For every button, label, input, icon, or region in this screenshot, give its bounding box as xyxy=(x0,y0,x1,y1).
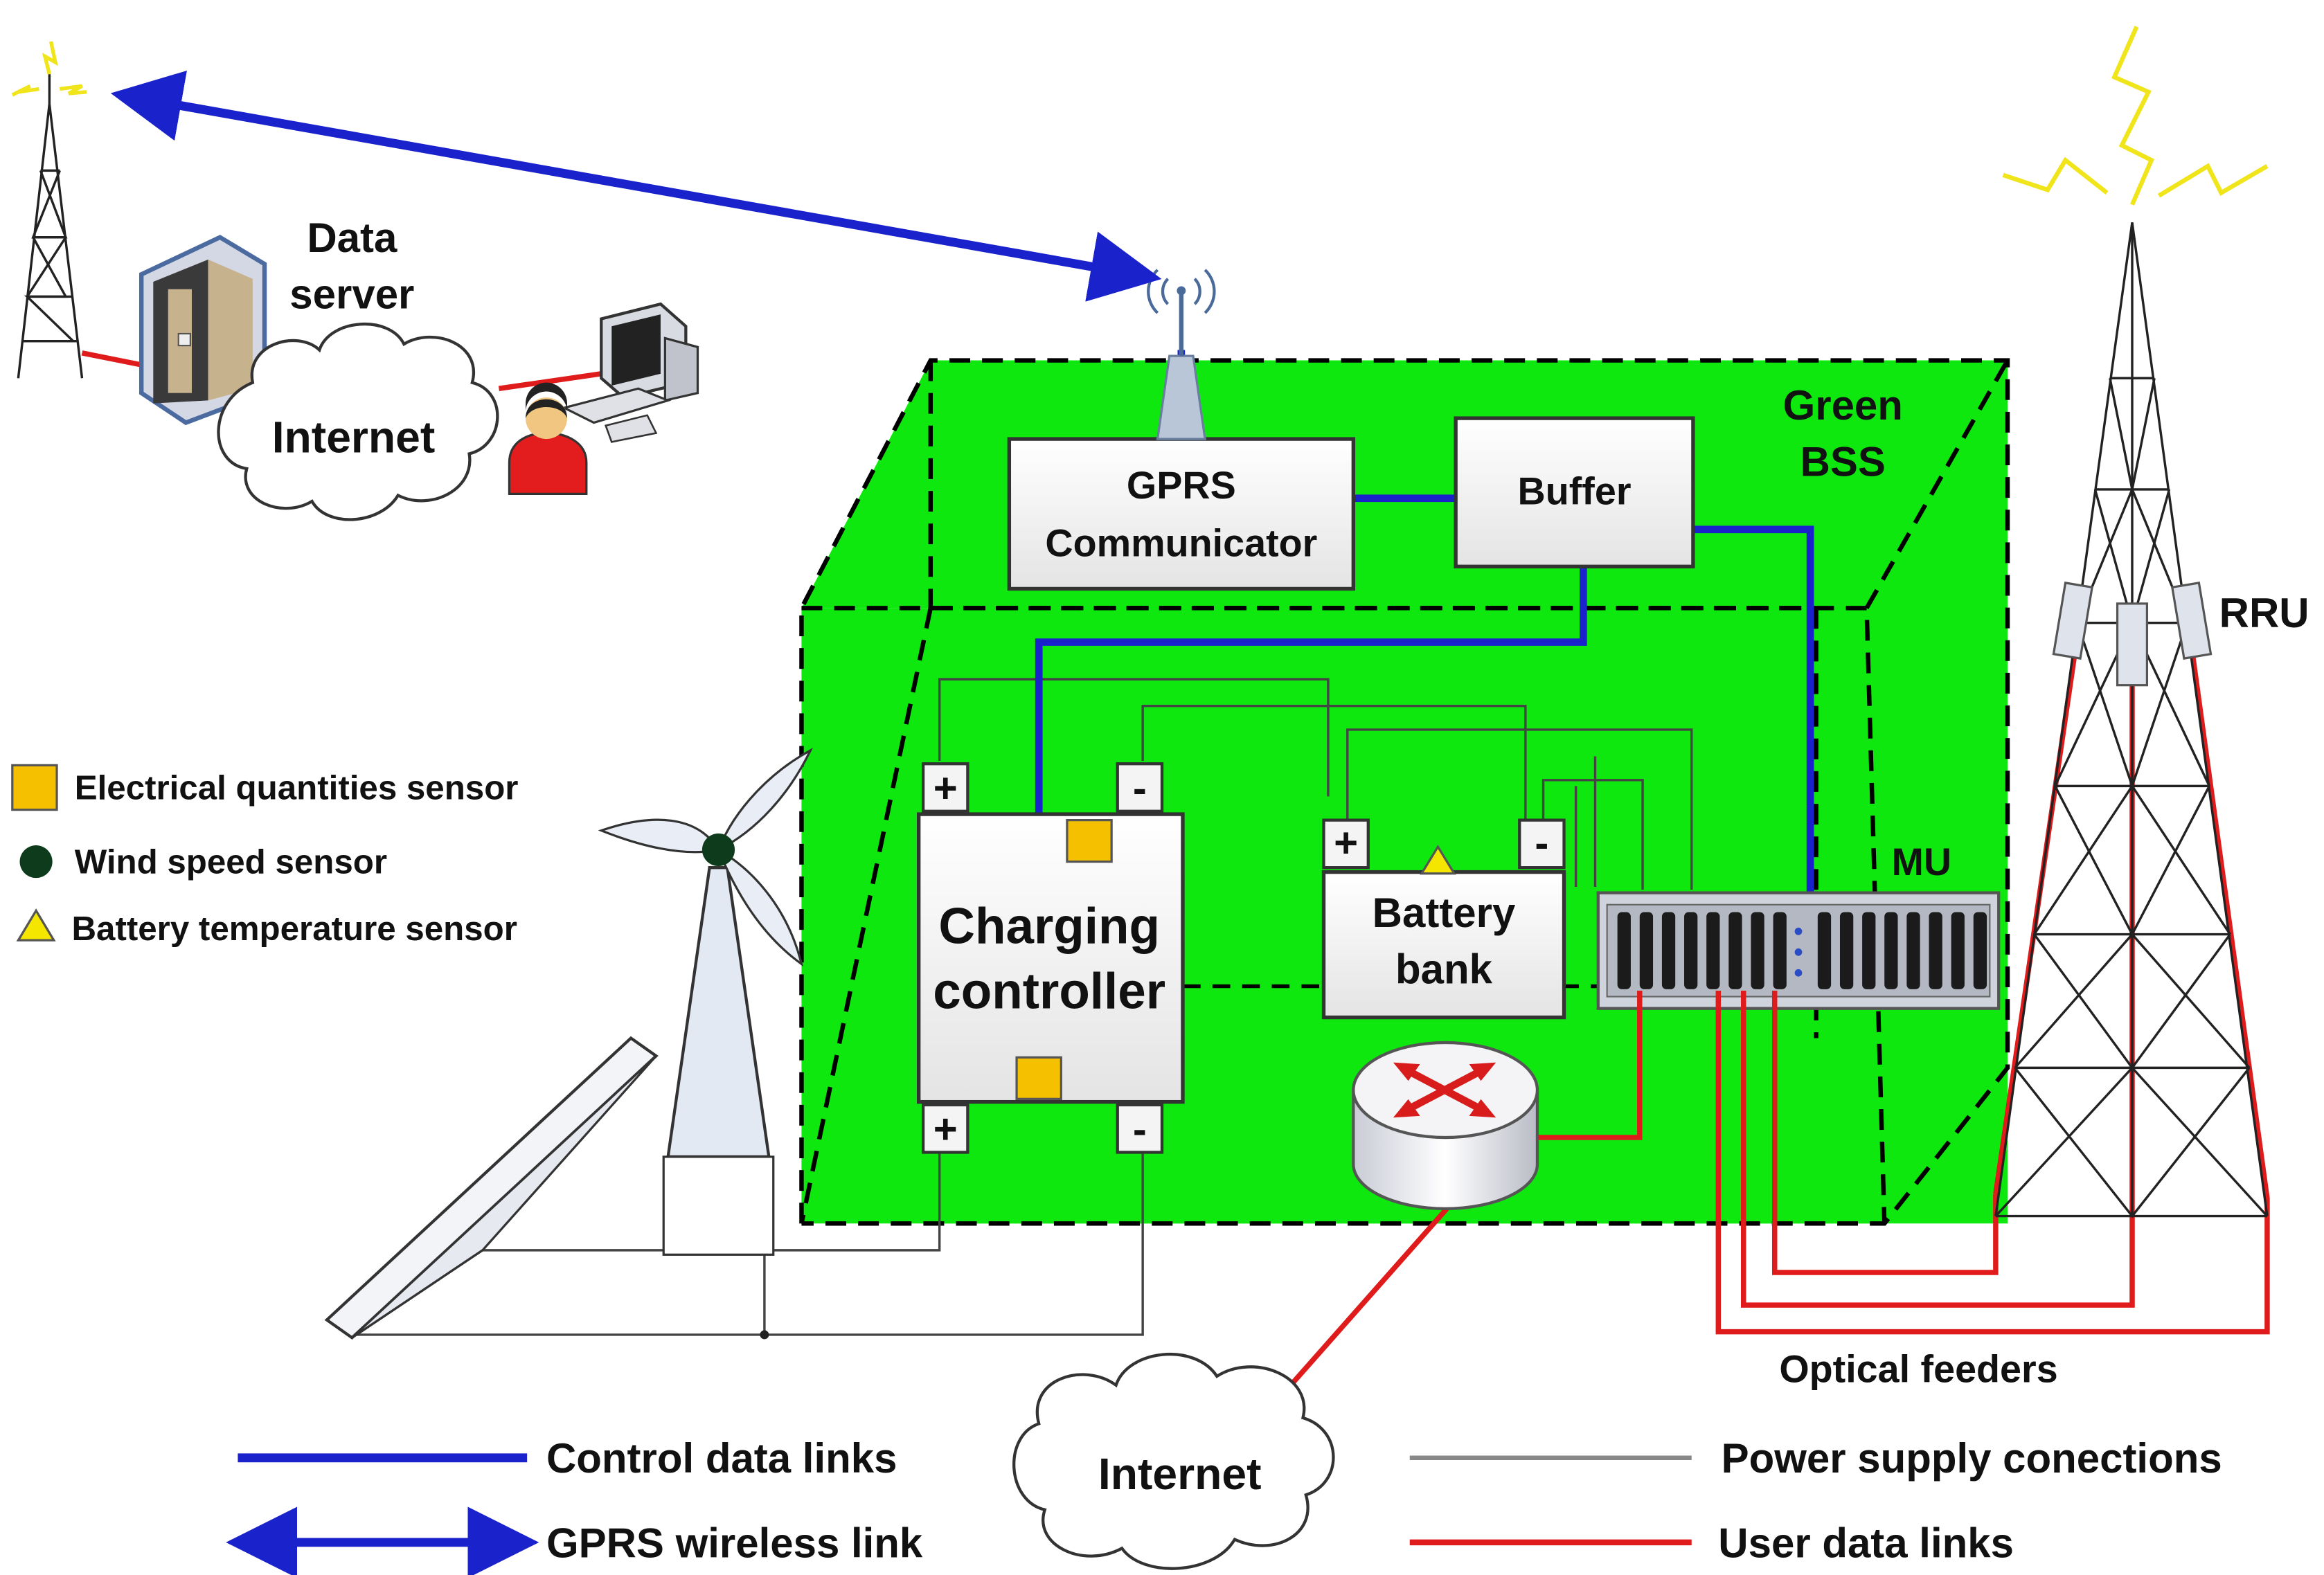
gprs-communicator-box: GPRS Communicator xyxy=(1007,437,1356,591)
gprs-wireless-link-arrow xyxy=(110,70,1162,302)
plus-terminal: + xyxy=(933,765,958,811)
gprs-label-line2: Communicator xyxy=(1045,521,1317,564)
battery-label-line1: Battery xyxy=(1373,890,1516,936)
optical-feeders-label: Optical feeders xyxy=(1779,1348,2057,1391)
minus-terminal: - xyxy=(1535,820,1548,866)
computer-workstation-icon xyxy=(561,302,699,443)
mu-rack-unit xyxy=(1596,891,2001,1010)
buffer-box: Buffer xyxy=(1454,416,1695,568)
internet-top-label: Internet xyxy=(272,412,436,462)
gprs-antenna-icon xyxy=(1147,269,1216,440)
yellow-square-icon xyxy=(11,764,58,811)
internet-cloud-bottom-icon xyxy=(1012,1353,1335,1570)
battery-label-line2: bank xyxy=(1395,946,1493,992)
electrical-sensor-icon xyxy=(1015,1056,1062,1100)
router-icon xyxy=(1352,1041,1539,1211)
yellow-triangle-icon xyxy=(16,908,56,942)
sensor-legend-label: Wind speed sensor xyxy=(75,843,387,881)
solar-panel-icon xyxy=(324,1036,659,1340)
charging-terminals: + - + - xyxy=(921,762,1164,1154)
link-legend-label: GPRS wireless link xyxy=(546,1520,923,1566)
link-legend-label: Power supply conections xyxy=(1722,1435,2222,1482)
buffer-label: Buffer xyxy=(1518,469,1632,512)
link-legend-label: User data links xyxy=(1718,1520,2014,1566)
battery-temperature-sensor-icon xyxy=(1420,845,1456,875)
wind-speed-sensor-icon xyxy=(701,833,735,867)
rru-label: RRU xyxy=(2219,590,2309,636)
plus-terminal: + xyxy=(933,1106,958,1153)
gprs-label-line1: GPRS xyxy=(1127,464,1236,507)
rru-tower-icon xyxy=(1994,222,2269,1218)
internet-cloud-top-icon xyxy=(217,323,499,521)
minus-terminal: - xyxy=(1133,765,1147,811)
charging-controller-box: Charging controller xyxy=(917,812,1185,1104)
dark-circle-icon xyxy=(19,845,53,879)
sensor-legend-label: Battery temperature sensor xyxy=(71,910,517,948)
minus-terminal: - xyxy=(1133,1106,1147,1153)
green-bss-label-line2: BSS xyxy=(1800,439,1886,485)
internet-bottom-label: Internet xyxy=(1098,1449,1262,1499)
link-legend-label: Control data links xyxy=(546,1435,897,1482)
sensor-legend-label: Electrical quantities sensor xyxy=(75,769,519,807)
small-tower-icon xyxy=(17,74,84,379)
battery-bank-box: Battery bank + - xyxy=(1321,818,1566,1020)
mu-label: MU xyxy=(1891,840,1951,883)
data-server-label-line2: server xyxy=(289,271,414,318)
link-legend: Control data links GPRS wireless link Po… xyxy=(226,1435,2222,1575)
charging-label-line1: Charging xyxy=(938,898,1160,954)
user-icon xyxy=(508,382,588,495)
sensor-legend: Electrical quantities sensor Wind speed … xyxy=(11,764,519,948)
data-server-label-line1: Data xyxy=(307,215,397,261)
bss-dashed-edges xyxy=(799,358,2010,1226)
signal-sparks-icon xyxy=(11,41,87,97)
junction-dot xyxy=(760,1330,769,1340)
rru-units-icon xyxy=(2052,582,2213,687)
power-supply-lines xyxy=(356,678,1693,1336)
data-server-icon xyxy=(138,235,267,426)
electrical-sensor-icon xyxy=(1066,819,1113,863)
plus-terminal: + xyxy=(1334,820,1358,866)
green-bss-label-line1: Green xyxy=(1783,382,1903,429)
charging-label-line2: controller xyxy=(933,964,1165,1020)
rru-signal-sparks-icon xyxy=(2002,26,2269,206)
wind-turbine-icon xyxy=(598,748,813,1256)
